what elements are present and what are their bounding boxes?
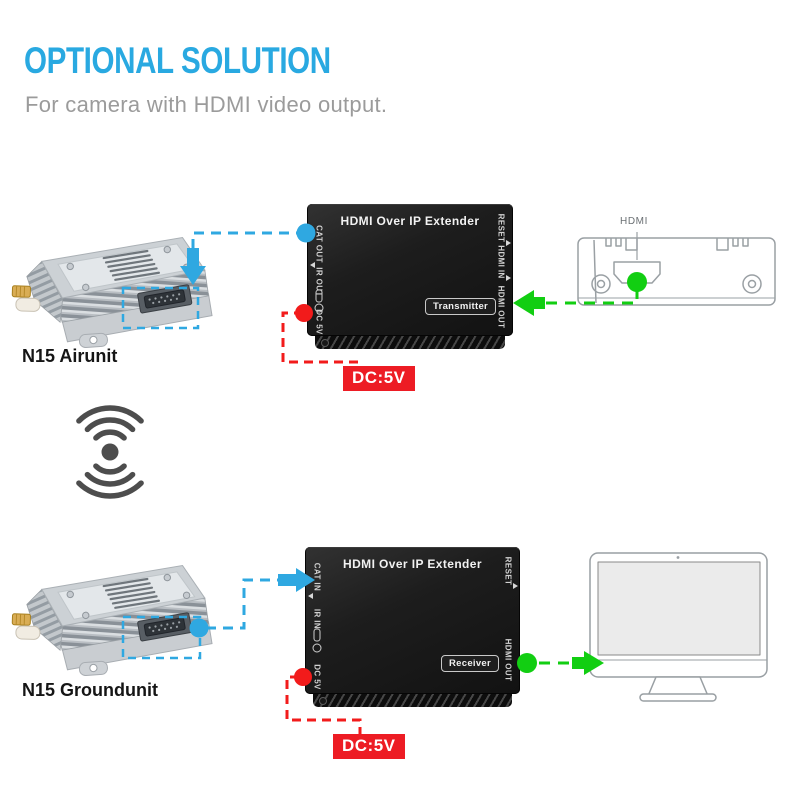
- port-marker-icon: [513, 583, 518, 589]
- port-label-hdmi-out: HDMI OUT: [496, 285, 506, 329]
- port-label-hdmi-in: HDMI IN: [496, 245, 506, 279]
- port-label-dc5v: DC 5V: [314, 309, 324, 335]
- page-title: OPTIONAL SOLUTION: [24, 40, 331, 81]
- port-label-hdmi-out: HDMI OUT: [503, 638, 513, 682]
- screw-icon: [319, 697, 327, 705]
- airunit-label: N15 Airunit: [22, 346, 118, 366]
- extender-title: HDMI Over IP Extender: [343, 557, 482, 571]
- camera-image: [577, 232, 776, 306]
- hdmi-extender-transmitter: HDMI Over IP Extender CAT OUT IR OUT DC …: [307, 204, 513, 336]
- camera-hdmi-label: HDMI: [620, 216, 648, 227]
- screw-icon: [321, 339, 329, 347]
- left-arrow-icon: [513, 290, 534, 316]
- hdmi-extender-receiver: HDMI Over IP Extender CAT IN IR IN DC 5V…: [305, 547, 520, 694]
- n15-airunit-image: [10, 230, 230, 348]
- wireless-signal-icon: [76, 405, 144, 499]
- port-marker-icon: [506, 240, 511, 246]
- right-arrow-icon: [572, 657, 584, 669]
- n15-groundunit-image: [10, 558, 230, 676]
- page-subtitle: For camera with HDMI video output.: [25, 92, 388, 117]
- extender-title: HDMI Over IP Extender: [340, 214, 480, 228]
- port-marker-icon: [506, 275, 511, 281]
- receiver-badge: Receiver: [441, 655, 500, 672]
- transmitter-badge: Transmitter: [425, 298, 497, 315]
- vent-grille: [315, 336, 505, 349]
- port-label-ir-in: IR IN: [312, 608, 322, 630]
- port-label-cat-out: CAT OUT: [314, 225, 324, 263]
- ir-link-icon: [313, 628, 321, 642]
- power-icon: [312, 643, 322, 653]
- port-label-dc5v: DC 5V: [312, 664, 322, 690]
- vent-grille: [313, 694, 512, 707]
- ir-link-icon: [315, 289, 323, 303]
- port-label-reset: RESET: [503, 556, 513, 586]
- port-label-cat-in: CAT IN: [312, 562, 322, 592]
- right-arrow-icon: [278, 574, 296, 586]
- receiver-hdmi-connector-dot: [517, 653, 537, 673]
- port-marker-icon: [308, 593, 313, 599]
- dc5v-label-transmitter: DC:5V: [343, 366, 415, 391]
- left-arrow-icon: [534, 297, 545, 309]
- port-label-reset: RESET: [496, 213, 506, 243]
- dc5v-label-receiver: DC:5V: [333, 734, 405, 759]
- port-marker-icon: [310, 262, 315, 268]
- monitor-image: [589, 552, 768, 702]
- groundunit-label: N15 Groundunit: [22, 680, 158, 700]
